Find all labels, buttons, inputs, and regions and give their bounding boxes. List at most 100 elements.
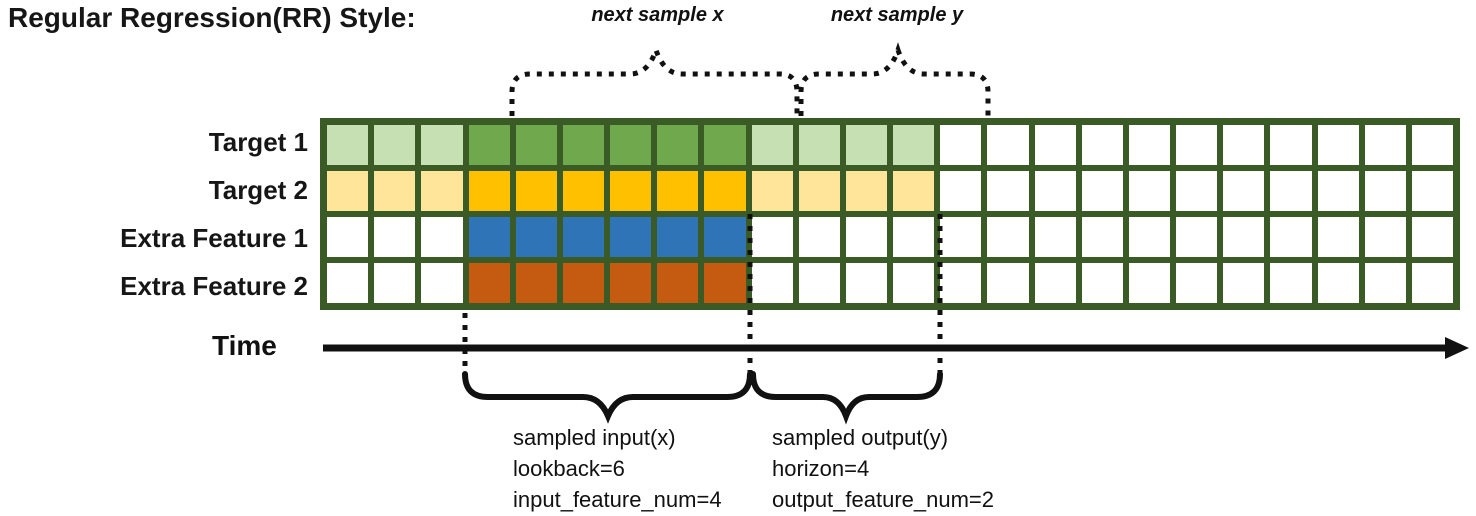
grid-cell [562,171,604,211]
grid-cell [1128,217,1170,257]
grid-cell [657,217,699,257]
sampled-output-line: sampled output(y) [772,425,949,450]
row-label: Extra Feature 2 [120,270,308,301]
grid-cell [987,125,1029,165]
grid-cell [1128,125,1170,165]
grid-cell [893,171,935,211]
grid-cell [751,125,793,165]
grid-cell [893,263,935,303]
row-label: Extra Feature 1 [120,222,308,253]
grid-cell [327,171,369,211]
grid-cell [1411,125,1453,165]
grid-cell [751,263,793,303]
grid-cell [468,171,510,211]
grid-cell [1081,125,1123,165]
grid-cell [1034,171,1076,211]
grid-cell [751,217,793,257]
grid-cell [1176,125,1218,165]
grid-cell [374,171,416,211]
grid-cell [1364,217,1406,257]
grid-cell [1223,263,1265,303]
grid-cell [1411,263,1453,303]
row-label: Target 1 [208,126,308,157]
grid-cell [751,171,793,211]
grid-cell [421,171,463,211]
grid-cell [562,217,604,257]
sampled-input-line: sampled input(x) [513,425,676,450]
sampled-output-annotation: sampled output(y) horizon=4 output_featu… [772,422,994,515]
grid-cell [1317,217,1359,257]
grid-cell [468,125,510,165]
grid-cell [1270,217,1312,257]
grid-cell [940,171,982,211]
grid-cell [374,217,416,257]
grid-cell [940,217,982,257]
grid-cell [1034,125,1076,165]
grid-cell [562,125,604,165]
grid-cell [468,263,510,303]
lookback-line: lookback=6 [513,456,625,481]
grid-cell [610,125,652,165]
grid-cell [1223,125,1265,165]
grid-cell [515,125,557,165]
grid-cell [798,125,840,165]
grid-cell [1176,171,1218,211]
grid-cell [987,263,1029,303]
sampled-input-brace [462,371,753,424]
next-sample-x-brace [509,42,800,116]
horizon-line: horizon=4 [772,456,870,481]
grid-cell [1317,263,1359,303]
grid-cell [515,263,557,303]
time-arrow-head [1445,337,1469,359]
grid-cell [798,217,840,257]
sampled-output-brace [750,371,943,425]
grid-cell [610,217,652,257]
grid-cell [845,263,887,303]
grid-cell [1081,263,1123,303]
input-feature-num-line: input_feature_num=4 [513,487,722,512]
grid-cell [468,217,510,257]
grid-cell [1317,171,1359,211]
next-sample-y-label: next sample y [830,4,964,26]
grid-cell [987,171,1029,211]
grid-cell [1223,171,1265,211]
grid-cell [1176,217,1218,257]
grid-cell [421,263,463,303]
grid-cell [704,217,746,257]
grid-cell [562,263,604,303]
grid-cell [798,263,840,303]
page-title: Regular Regression(RR) Style: [8,2,416,33]
grid-cell [421,217,463,257]
output-feature-num-line: output_feature_num=2 [772,487,995,512]
grid-cell [1034,263,1076,303]
grid-cell [1128,171,1170,211]
grid-cell [515,171,557,211]
sampled-input-annotation: sampled input(x) lookback=6 input_featur… [513,422,722,515]
grid-cell [704,125,746,165]
next-sample-y-brace [798,42,991,116]
row-label: Target 2 [208,174,308,205]
grid-cell [987,217,1029,257]
grid-cell [374,263,416,303]
grid-cell [940,125,982,165]
grid-cell [1364,125,1406,165]
grid-cell [610,263,652,303]
next-sample-x-label: next sample x [591,4,724,26]
grid-cell [1270,171,1312,211]
grid-cell [1223,217,1265,257]
grid-cell [845,217,887,257]
data-grid [320,118,1460,310]
grid-cell [421,125,463,165]
grid-cell [610,171,652,211]
grid-cell [845,125,887,165]
grid-cell [515,217,557,257]
time-label: Time [212,330,277,361]
grid-cell [1270,125,1312,165]
grid-cell [1317,125,1359,165]
grid-cell [704,171,746,211]
grid-cell [327,125,369,165]
grid-cell [1081,171,1123,211]
grid-cell [893,217,935,257]
grid-cell [1034,217,1076,257]
